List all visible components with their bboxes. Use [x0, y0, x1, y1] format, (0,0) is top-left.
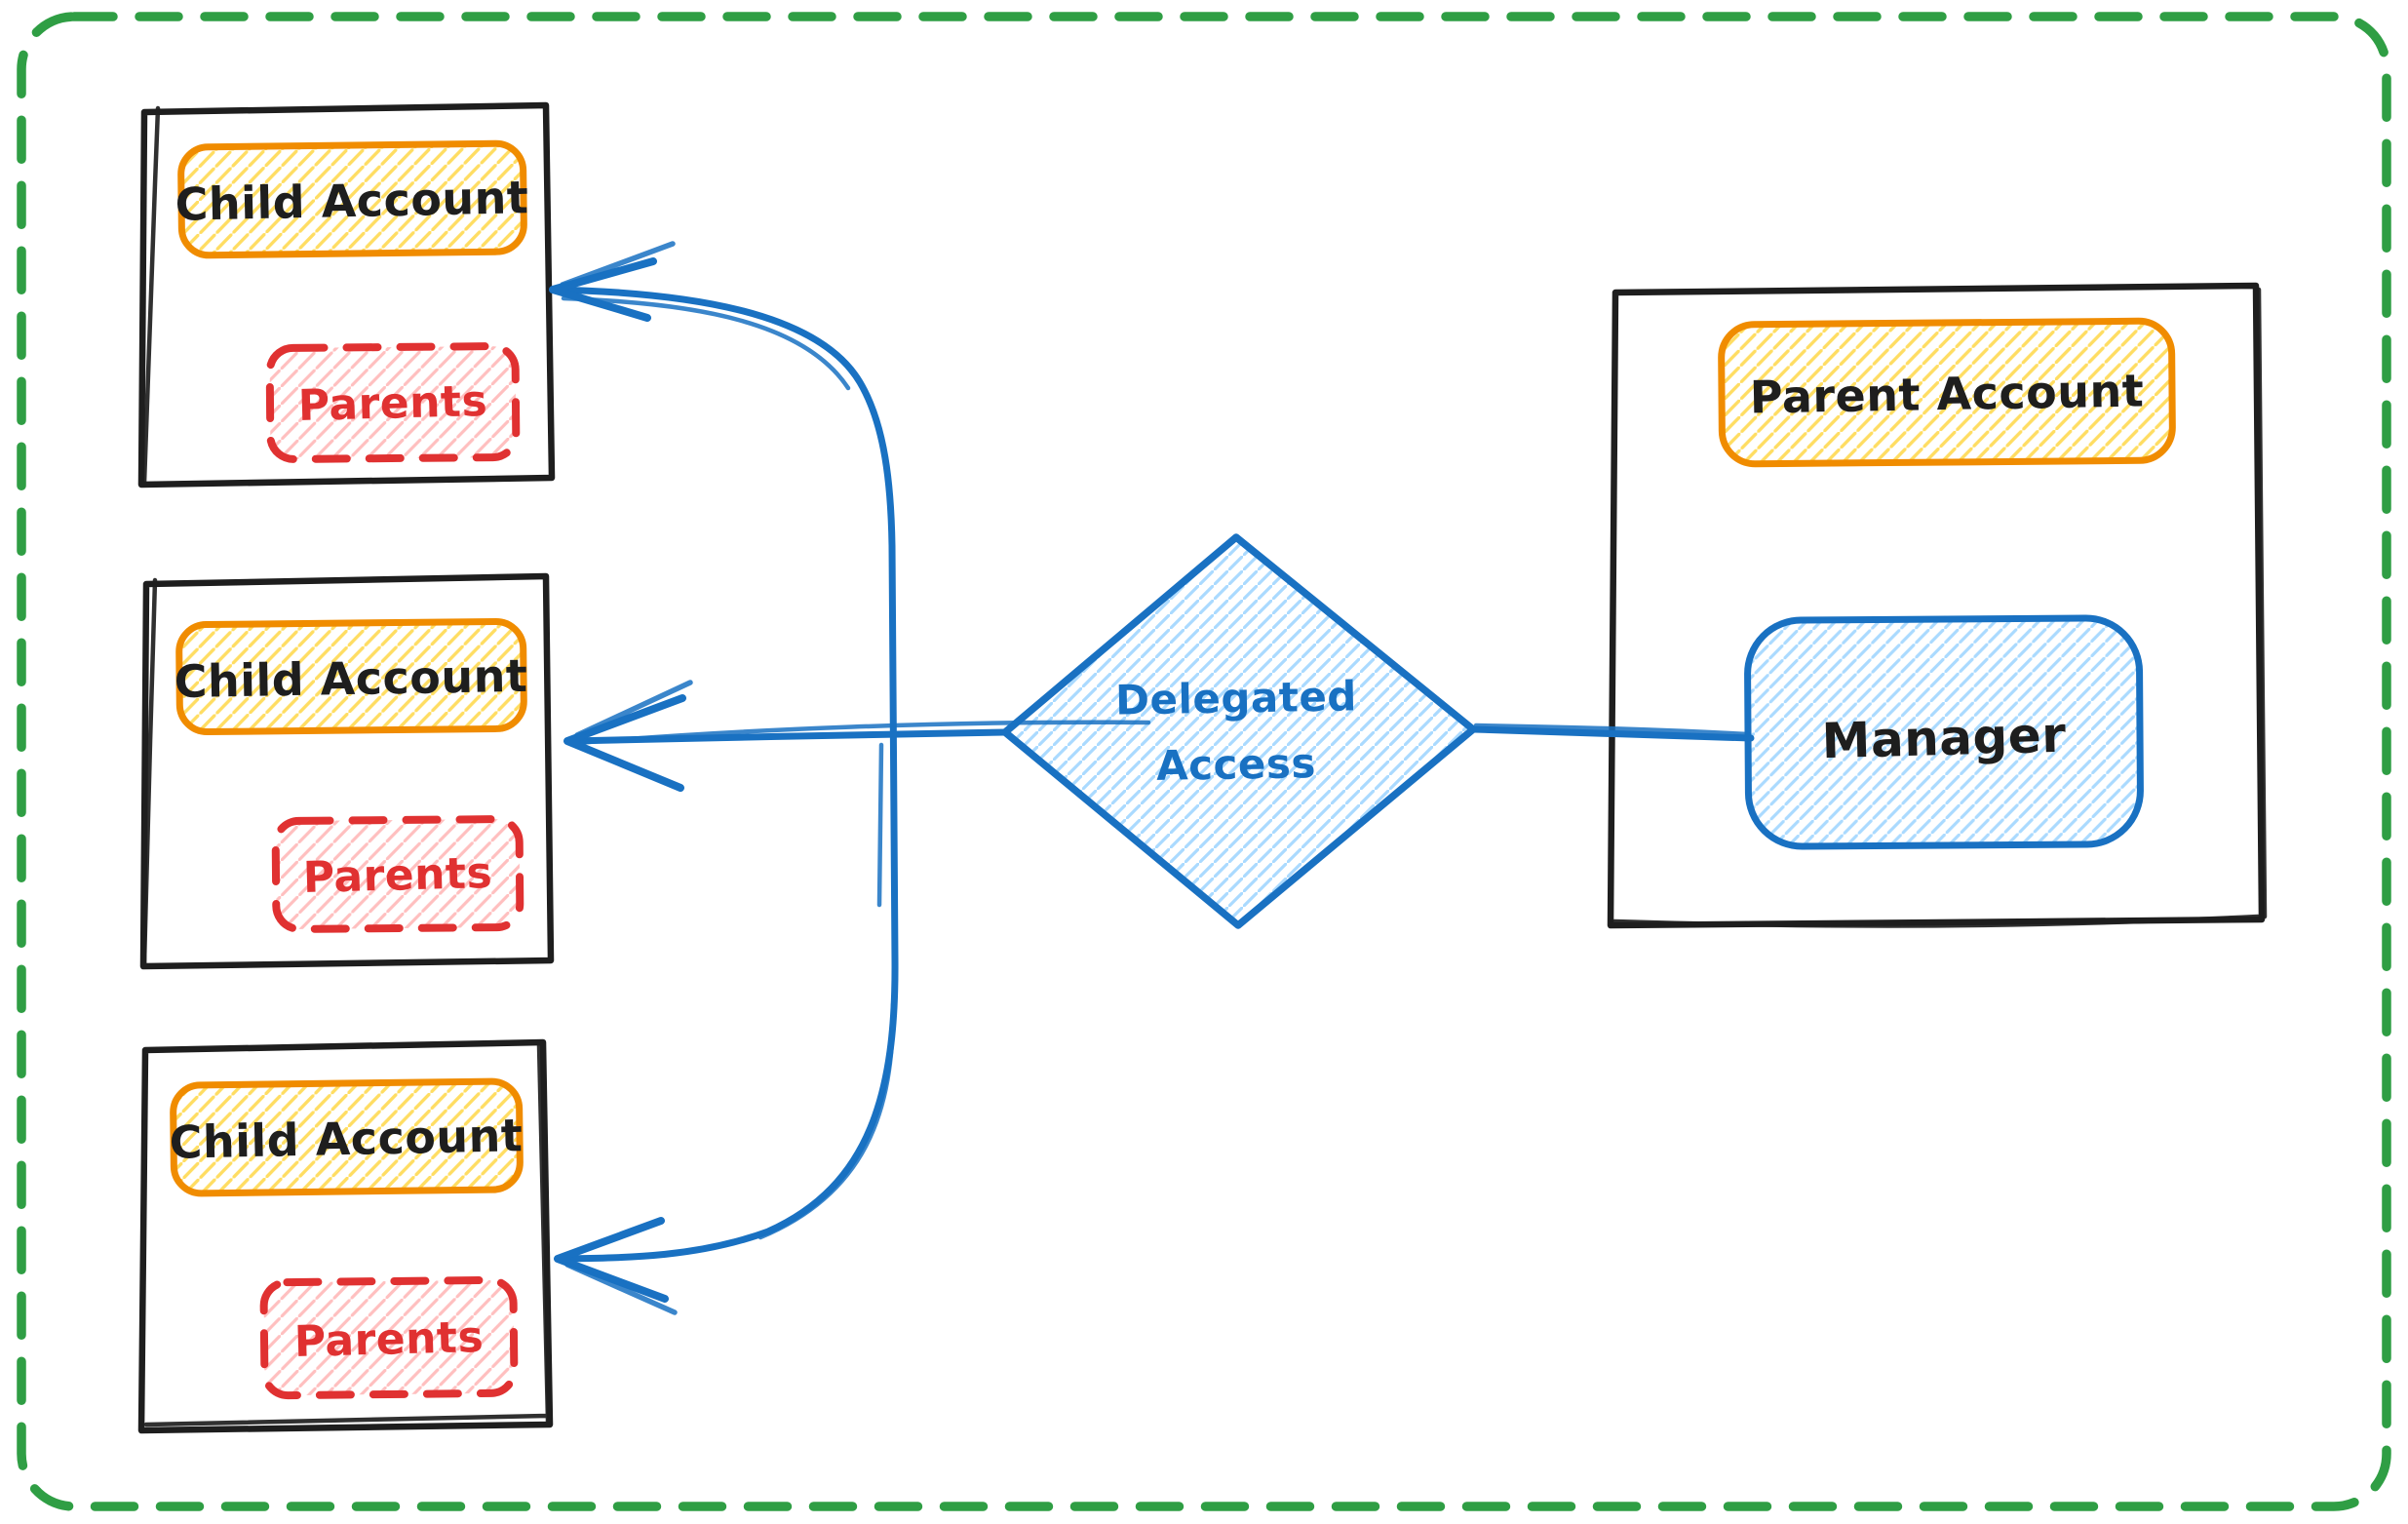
card-outline	[137, 101, 556, 488]
parent-account-chip	[1718, 317, 2176, 468]
arrow-head-child-2-sketch-stroke	[574, 680, 693, 738]
arrow-to-child-2-sketch-stroke	[574, 720, 1151, 746]
child-account-chip	[170, 1077, 524, 1197]
card-outline-sketch-stroke	[143, 1042, 551, 1427]
canvas-border	[17, 12, 2391, 1511]
parents-tag	[265, 342, 521, 463]
arrow-branch-top-sketch-stroke	[561, 295, 851, 391]
child-account-chip	[177, 139, 527, 259]
arrow-head-child-2	[563, 694, 686, 792]
arrow-head-child-3	[554, 1217, 669, 1303]
card-outline-sketch-stroke	[141, 577, 158, 966]
card-outline	[139, 572, 555, 970]
card-outline	[1607, 282, 2266, 929]
parents-tag-label: Parents	[302, 848, 493, 903]
child-account-chip	[175, 617, 527, 736]
connectors	[549, 241, 1755, 1315]
manager-connector-line	[1470, 725, 1755, 742]
parent-account-chip-label: Parent Account	[1749, 364, 2144, 423]
delegated-access-node: Delegated Access	[1001, 533, 1477, 929]
manager-label: Manager	[1821, 707, 2067, 770]
child-account-chip-label: Child Account	[174, 649, 528, 708]
child-account-card-2: Child Account Parents	[139, 572, 555, 970]
card-outline-sketch-stroke	[1612, 287, 2268, 928]
arrow-branch-bottom-sketch-stroke	[757, 1001, 896, 1240]
arrow-head-child-1-sketch-stroke	[560, 241, 676, 288]
parent-account-card: Parent Account Manager	[1607, 282, 2268, 929]
parents-tag	[271, 815, 524, 933]
parents-tag	[259, 1275, 519, 1400]
child-account-chip-label: Child Account	[175, 171, 529, 231]
card-outline-sketch-stroke	[141, 105, 161, 487]
diamond-shape	[1001, 533, 1477, 929]
parents-tag-label: Parents	[297, 376, 488, 431]
child-account-chip-label: Child Account	[169, 1109, 524, 1169]
card-outline	[137, 1038, 554, 1434]
parents-tag-label: Parents	[293, 1312, 485, 1367]
child-account-card-3: Child Account Parents	[137, 1038, 554, 1434]
arrow-branch-junction-sketch-stroke	[876, 742, 884, 908]
delegated-access-label-line1: Delegated	[1115, 672, 1358, 723]
delegated-access-label-line2: Access	[1156, 739, 1317, 790]
manager-connector-sketch-stroke	[1473, 723, 1751, 737]
arrow-head-child-3-sketch-stroke	[564, 1262, 678, 1315]
child-account-card-1: Child Account Parents	[137, 101, 556, 488]
arrow-head-child-1	[549, 257, 657, 322]
arrow-branch-curve	[549, 286, 899, 1263]
